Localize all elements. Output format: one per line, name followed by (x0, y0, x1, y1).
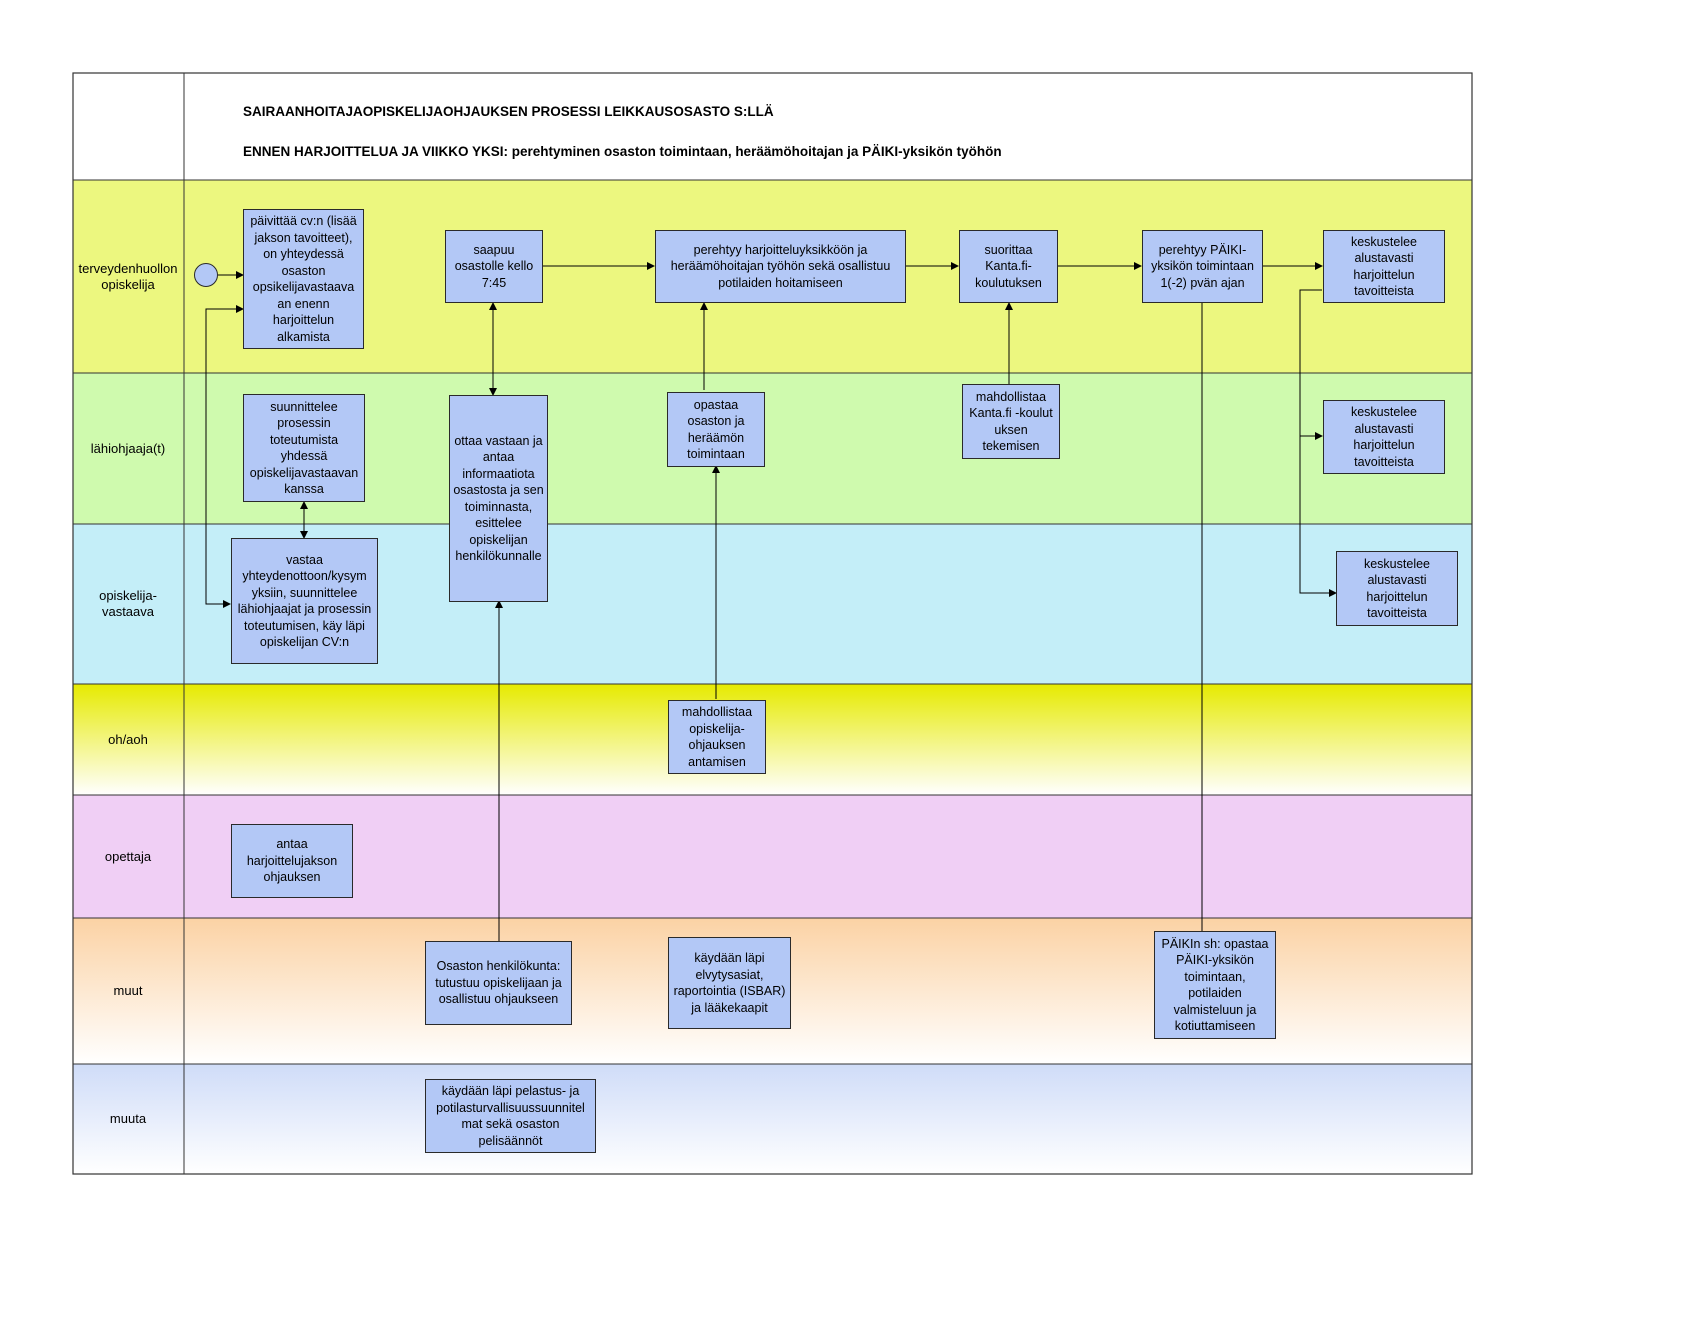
process-box-staff: Osaston henkilökunta: tutustuu opiskelij… (425, 941, 572, 1025)
diagram-title: SAIRAANHOITAJAOPISKELIJAOHJAUKSEN PROSES… (243, 104, 774, 119)
lane-label-supervisor: lähiohjaaja(t) (90, 440, 166, 456)
process-box-receives: ottaa vastaan ja antaa informaatiota osa… (449, 395, 548, 602)
process-box-resuscitation: käydään läpi elvytysasiat, raportointia … (668, 937, 791, 1029)
process-box-teacher-guidance: antaa harjoittelujakson ohjauksen (231, 824, 353, 898)
process-box-safety-plans: käydään läpi pelastus- ja potilasturvall… (425, 1079, 596, 1153)
lane-label-others: muut (113, 983, 143, 998)
process-box-orientation: perehtyy harjoitteluyksikköön ja heräämö… (655, 230, 906, 303)
process-box-arrives: saapuu osastolle kello 7:45 (445, 230, 543, 303)
process-box-enables-kanta: mahdollistaa Kanta.fi -koulut uksen teke… (962, 384, 1060, 459)
lane-label-teacher: opettaja (104, 848, 152, 864)
lane-label-oh-aoh: oh/aoh (108, 731, 148, 747)
process-box-kanta-training: suorittaa Kanta.fi-koulutuksen (959, 230, 1058, 303)
process-box-responds: vastaa yhteydenottoon/kysym yksiin, suun… (231, 538, 378, 664)
process-box-plans-process: suunnittelee prosessin toteutumista yhde… (243, 394, 365, 502)
process-box-enables-guidance: mahdollistaa opiskelija-ohjauksen antami… (668, 700, 766, 774)
lane-label-student: terveydenhuollon opiskelija (78, 260, 178, 292)
start-node (194, 263, 218, 287)
process-box-guides: opastaa osaston ja heräämön toimintaan (667, 392, 765, 467)
process-box-paiki-nurse: PÄIKIn sh: opastaa PÄIKI-yksikön toimint… (1154, 931, 1276, 1039)
lane-bg-7 (73, 1064, 1472, 1174)
lane-bg-4 (73, 684, 1472, 795)
lane-label-other: muuta (109, 1111, 147, 1126)
process-box-goals-student: keskustelee alustavasti harjoittelun tav… (1323, 230, 1445, 303)
diagram-subtitle: ENNEN HARJOITTELUA JA VIIKKO YKSI: pereh… (243, 144, 1002, 159)
process-box-goals-supervisor: keskustelee alustavasti harjoittelun tav… (1323, 400, 1445, 474)
process-box-paiki: perehtyy PÄIKI-yksikön toimintaan 1(-2) … (1142, 230, 1263, 303)
process-box-update-cv: päivittää cv:n (lisää jakson tavoitteet)… (243, 209, 364, 349)
lane-label-student-coordinator: opiskelija-vastaava (99, 588, 157, 619)
process-box-goals-coordinator: keskustelee alustavasti harjoittelun tav… (1336, 551, 1458, 626)
